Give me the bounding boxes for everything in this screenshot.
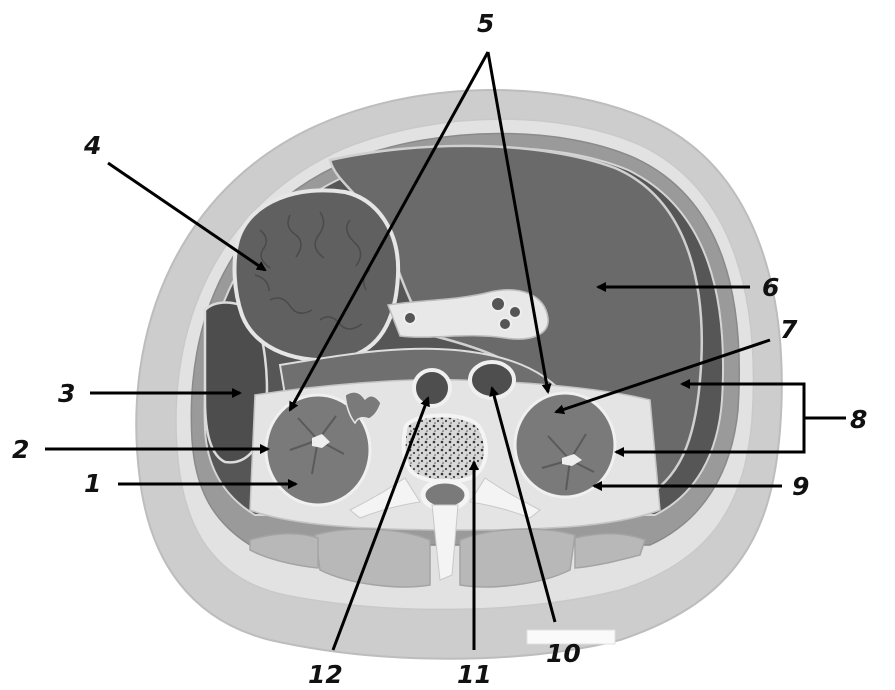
aorta — [414, 370, 450, 406]
label-12: 12 — [308, 660, 343, 689]
label-3: 3 — [58, 379, 75, 408]
stomach — [235, 190, 399, 360]
label-10: 10 — [546, 639, 581, 668]
label-1: 1 — [84, 469, 101, 498]
label-9: 9 — [792, 472, 809, 501]
label-11: 11 — [457, 660, 492, 689]
label-8: 8 — [850, 405, 867, 434]
label-2: 2 — [12, 435, 29, 464]
label-4: 4 — [83, 131, 101, 160]
label-6: 6 — [762, 273, 779, 302]
label-5: 5 — [477, 9, 494, 38]
label-7: 7 — [780, 315, 798, 344]
